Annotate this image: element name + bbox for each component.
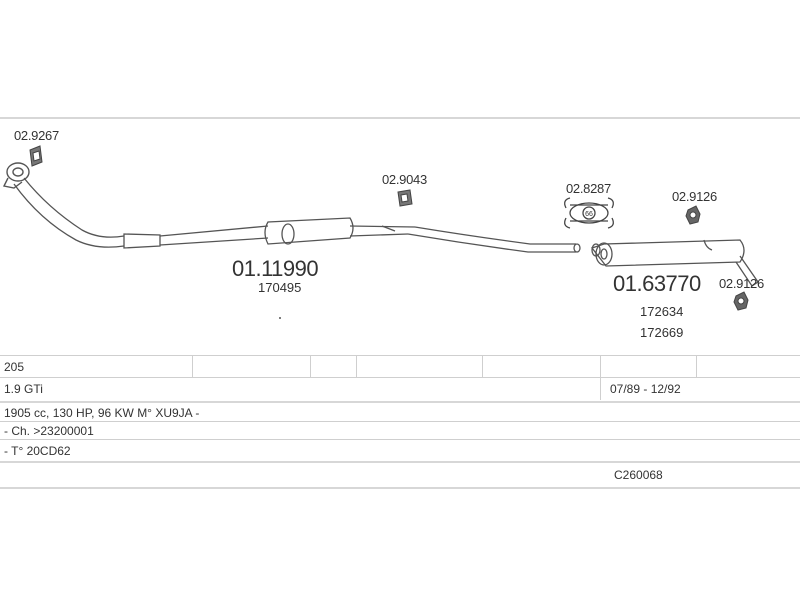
front-pipe-ref: 170495: [258, 280, 302, 295]
table-row-engine-spec: 1905 cc, 130 HP, 96 KW M° XU9JA -: [0, 401, 800, 423]
part-code-clamp-mid: 02.9043: [382, 172, 427, 187]
front-flange: [2, 162, 30, 189]
front-silencer: [264, 217, 416, 245]
rear-silencer-code: 01.63770: [613, 271, 701, 296]
rubber-mount-top-icon: [685, 205, 701, 225]
part-code-clamp-front: 02.9267: [14, 128, 59, 143]
front-pipe: [13, 177, 269, 249]
table-row-type-code: - T° 20CD62: [0, 439, 800, 462]
top-rule: [0, 117, 800, 119]
chassis-cell: - Ch. >23200001: [4, 424, 94, 438]
rear-silencer: [590, 239, 759, 287]
part-code-connector: 02.8287: [566, 181, 611, 196]
clamp-mid-icon: [397, 189, 413, 207]
part-code-mount-top: 02.9126: [672, 189, 717, 204]
table-row-chassis: - Ch. >23200001: [0, 421, 800, 440]
table-row-engine-variant: 1.9 GTi 07/89 - 12/92: [0, 377, 800, 400]
engine-variant-cell: 1.9 GTi: [4, 382, 43, 396]
model-cell: 205: [4, 360, 25, 374]
table-row-catalog: C260068: [0, 461, 800, 489]
rear-silencer-ref-1: 172634: [640, 304, 684, 319]
clamp-front-icon: [29, 145, 43, 167]
engine-spec-cell: 1905 cc, 130 HP, 96 KW M° XU9JA -: [4, 406, 200, 420]
table-row-model: 205: [0, 355, 800, 378]
type-code-cell: - T° 20CD62: [4, 444, 71, 458]
rubber-mount-bottom-icon: [733, 291, 749, 311]
dot-marker: [279, 317, 281, 319]
connector-clamp-icon: [564, 197, 614, 229]
rear-silencer-ref-2: 172669: [640, 325, 684, 340]
part-code-mount-bottom: 02.9126: [719, 276, 764, 291]
connector-badge-label: 66: [585, 211, 593, 218]
front-pipe-code: 01.11990: [232, 256, 319, 281]
production-period-cell: 07/89 - 12/92: [610, 382, 681, 396]
catalog-code-cell: C260068: [614, 468, 663, 482]
middle-pipe: [381, 225, 581, 253]
